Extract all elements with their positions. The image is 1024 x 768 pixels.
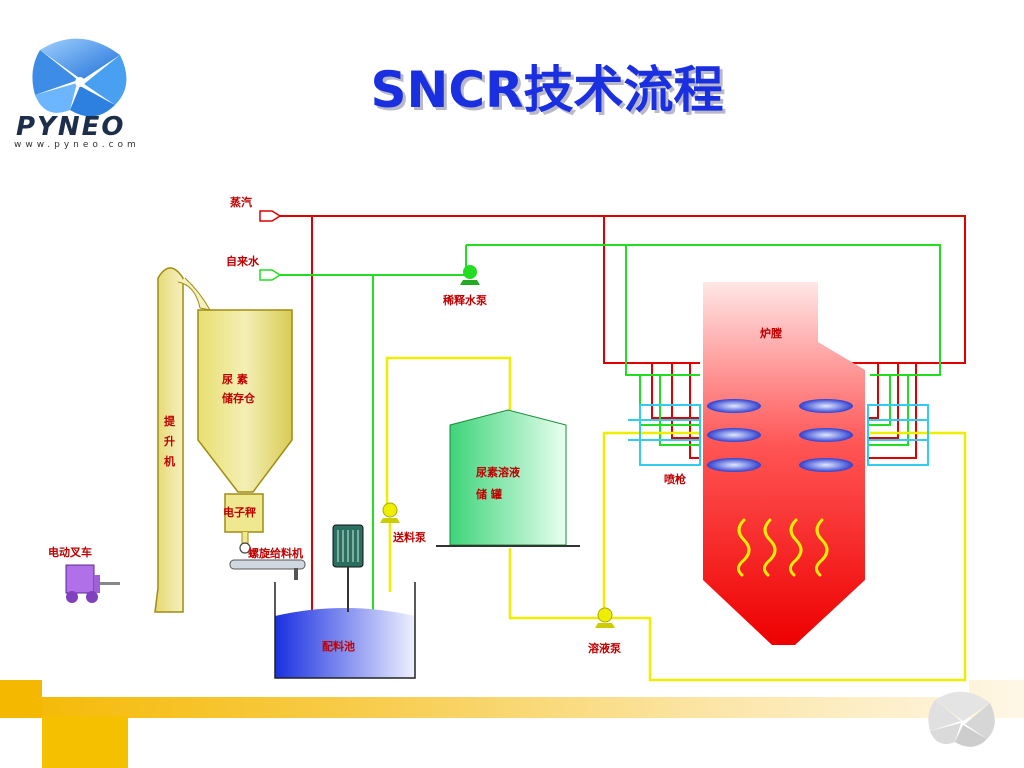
- label-elevator-3: 机: [164, 454, 175, 468]
- injector-frame: [628, 404, 929, 466]
- label-solution-pump: 溶液泵: [588, 641, 621, 655]
- pyneo-logo-icon: [32, 38, 127, 117]
- solution-storage-tank: [436, 409, 580, 547]
- title-prefix: SNCR: [370, 61, 524, 119]
- label-elevator-2: 升: [164, 434, 175, 448]
- label-solution-tank-1: 尿素溶液: [476, 465, 521, 479]
- label-forklift: 电动叉车: [48, 545, 92, 559]
- solution-line: [385, 356, 967, 682]
- feed-pump-icon: [380, 502, 400, 523]
- label-elevator-1: 提: [164, 414, 176, 428]
- logo-wordmark: PYNEO: [16, 112, 126, 142]
- label-urea-silo-2: 储存仓: [222, 391, 256, 405]
- urea-silo: [197, 309, 306, 580]
- electronic-scale: [224, 493, 264, 533]
- label-screw-feeder: 螺旋给料机: [248, 546, 303, 560]
- water-inlet-arrow: [259, 269, 282, 281]
- label-urea-silo-1: 尿 素: [222, 372, 248, 386]
- logo-url: www.pyneo.com: [14, 140, 140, 150]
- forklift-icon: [65, 564, 120, 603]
- label-tap-water: 自来水: [226, 254, 260, 268]
- label-spray-gun: 喷枪: [664, 472, 686, 486]
- page-title: SNCR技术流程: [0, 50, 1024, 122]
- decorative-block-bottom: [42, 716, 128, 768]
- label-furnace: 炉膛: [760, 326, 782, 340]
- label-feed-pump: 送料泵: [392, 530, 426, 544]
- label-dilution-pump: 稀释水泵: [443, 293, 487, 307]
- label-mixing-tank: 配料池: [322, 639, 355, 653]
- watermark-logo-icon: [928, 691, 995, 747]
- decorative-block-left: [0, 680, 42, 718]
- solution-pump-icon: [595, 607, 615, 628]
- bucket-elevator: [154, 267, 211, 613]
- label-scale: 电子秤: [223, 505, 256, 519]
- steam-inlet-arrow: [259, 210, 282, 222]
- title-suffix: 技术流程: [523, 61, 724, 119]
- water-line: [277, 244, 941, 622]
- mixing-tank: [274, 524, 416, 679]
- screw-feeder: [229, 559, 306, 570]
- furnace: [703, 282, 865, 645]
- dilution-pump-icon: [460, 265, 480, 285]
- label-solution-tank-2: 储 罐: [476, 487, 502, 501]
- label-steam: 蒸汽: [230, 195, 252, 209]
- steam-line: [277, 215, 966, 678]
